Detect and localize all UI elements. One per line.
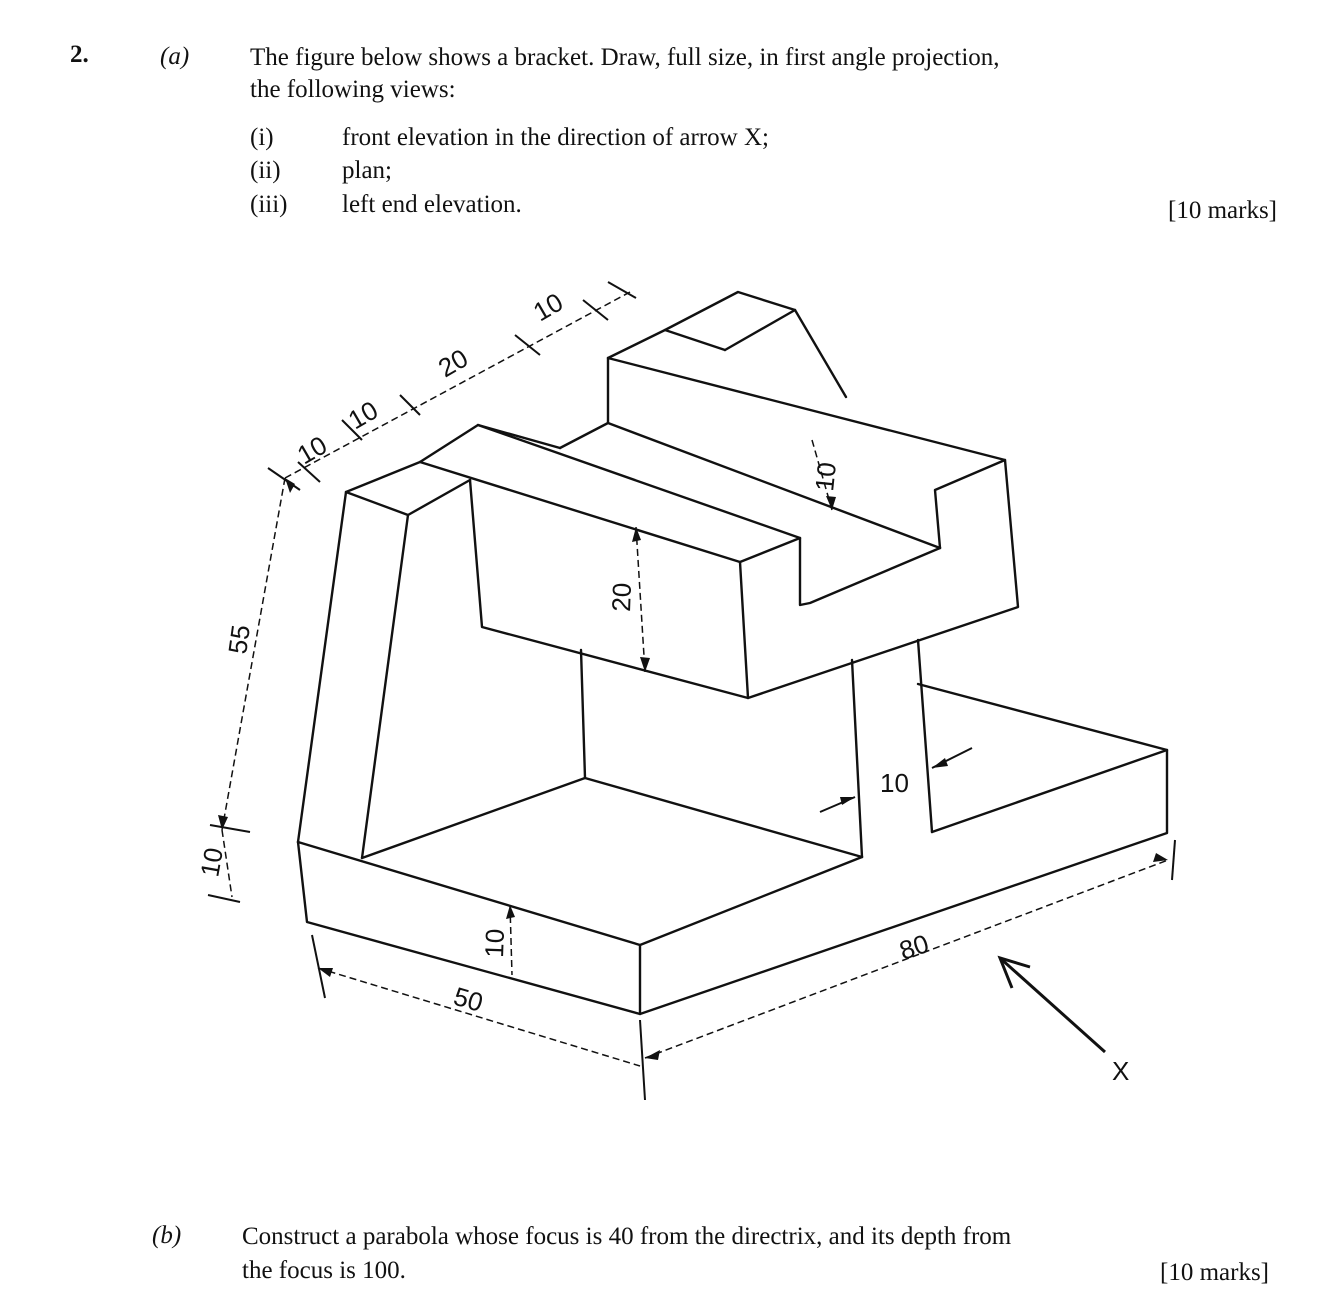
item-ii-text: plan; <box>342 157 392 184</box>
part-a-label: (a) <box>160 43 190 70</box>
part-a-marks: [10 marks] <box>1168 197 1277 224</box>
bracket-outline <box>296 290 1169 1016</box>
item-ii-number: (ii) <box>250 157 281 184</box>
question-number: 2. <box>70 41 89 68</box>
part-a-intro-line1: The figure below shows a bracket. Draw, … <box>250 44 1000 71</box>
dim-slot-10: 10 <box>809 461 842 493</box>
dim-top-10c: 10 <box>528 287 568 327</box>
item-iii-text: left end elevation. <box>342 191 522 218</box>
arrow-x-label: X <box>1112 1056 1129 1086</box>
dim-width-50: 50 <box>450 981 486 1018</box>
dim-height-55: 55 <box>222 623 256 656</box>
dimension-lines <box>221 291 1169 1067</box>
item-i-number: (i) <box>250 124 274 151</box>
extension-lines <box>207 281 1176 1101</box>
item-iii-number: (iii) <box>250 191 288 218</box>
dim-web-10: 10 <box>880 768 909 798</box>
dim-base-10-left: 10 <box>194 845 229 879</box>
dim-base-10-front: 10 <box>479 928 510 958</box>
dim-top-20: 20 <box>433 343 473 383</box>
part-b-line1: Construct a parabola whose focus is 40 f… <box>242 1223 1012 1250</box>
dimension-arrowheads <box>218 478 1168 1060</box>
part-a-intro-line2: the following views: <box>250 76 456 103</box>
dim-length-80: 80 <box>896 928 933 965</box>
dim-top-10a: 10 <box>292 430 332 470</box>
part-b-line2: the focus is 100. <box>242 1257 406 1284</box>
view-direction-arrow <box>997 955 1107 1054</box>
part-b-label: (b) <box>152 1222 182 1249</box>
part-b-marks: [10 marks] <box>1160 1259 1269 1286</box>
item-i-text: front elevation in the direction of arro… <box>342 124 769 151</box>
dim-block-20: 20 <box>606 582 637 612</box>
web-thickness-leaders <box>819 747 973 813</box>
